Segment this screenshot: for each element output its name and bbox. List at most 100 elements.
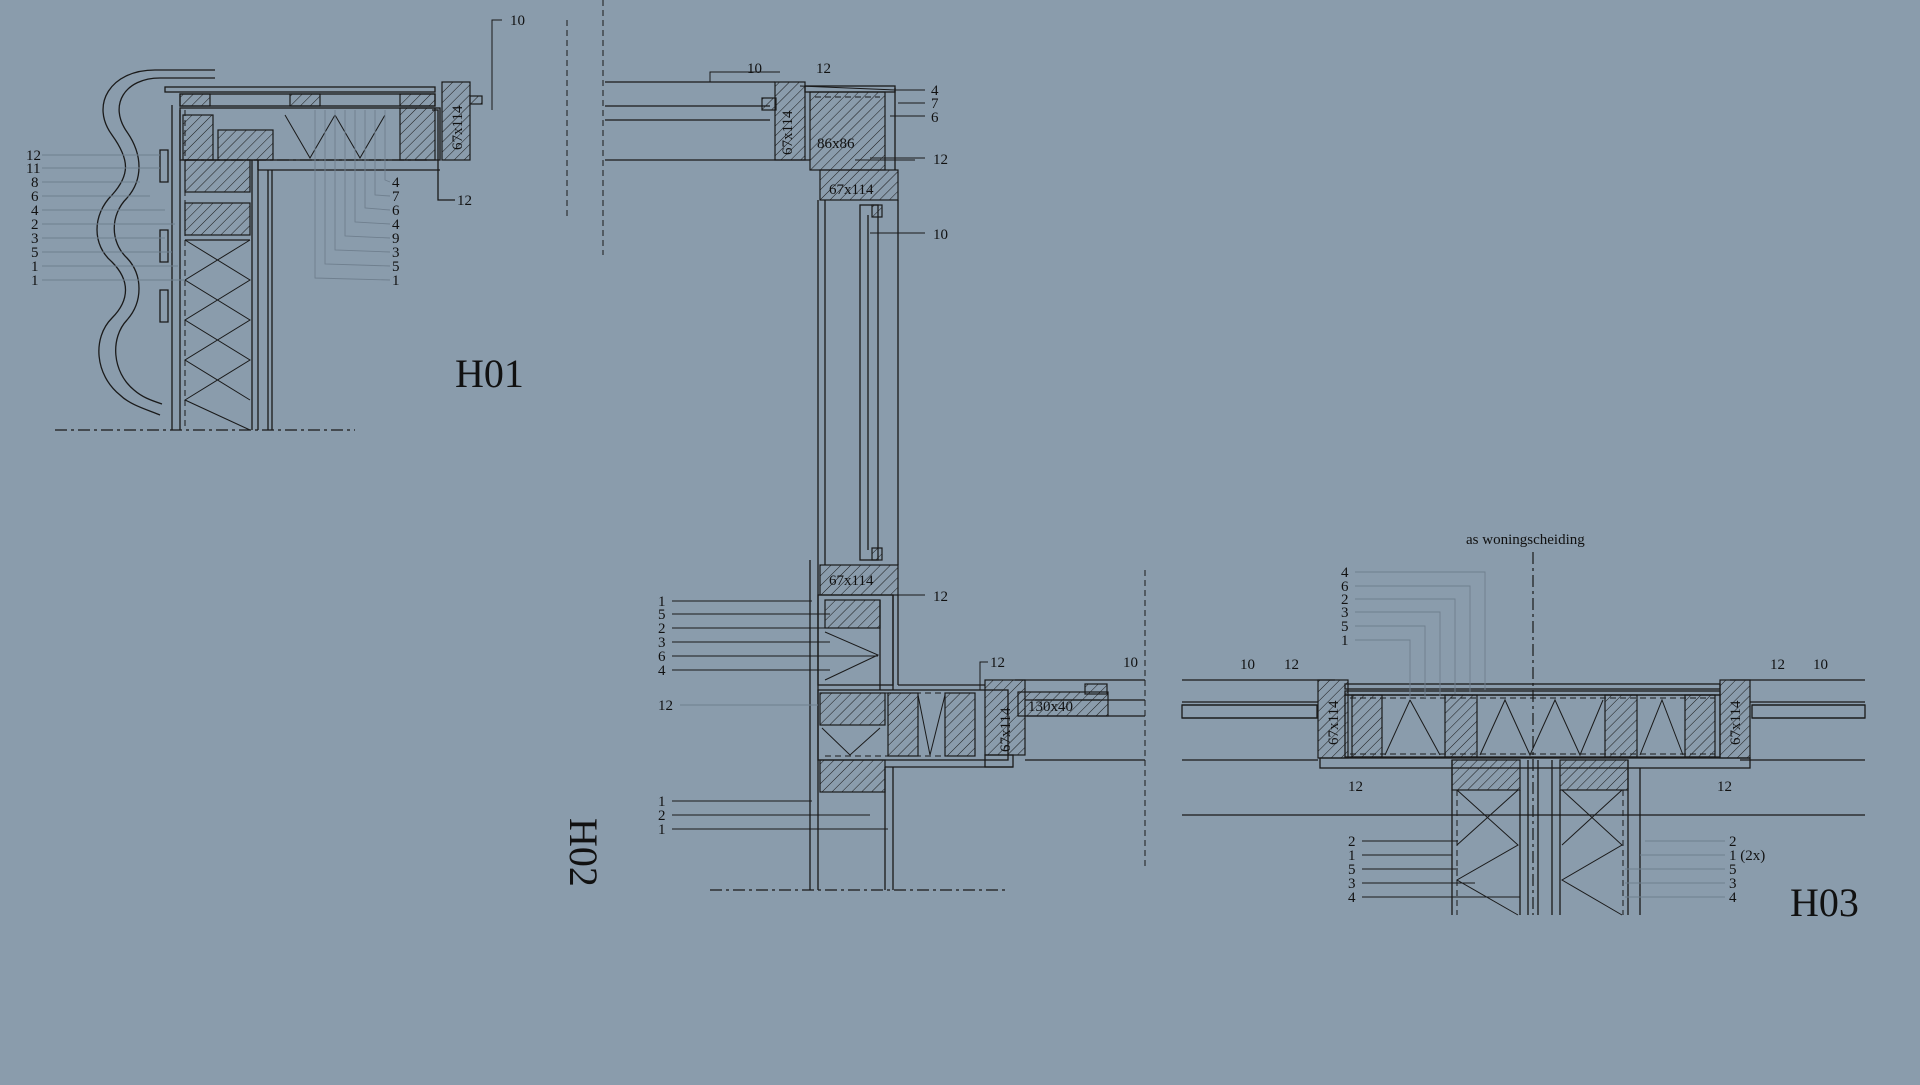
h03-top-num-0: 4	[1341, 565, 1349, 581]
h02-floor-joist-1	[887, 692, 919, 757]
h03-joist-3	[1604, 694, 1638, 758]
h02-la-num-1: 5	[658, 607, 666, 623]
h02-lb-num-2: 1	[658, 822, 666, 838]
h03-frame-left	[1317, 679, 1349, 759]
h02-left-callouts-a: 1 5 2 3 6 4 12	[658, 594, 878, 714]
h01-left-num-4: 4	[31, 203, 39, 219]
h03-left-label-12: 12	[1284, 657, 1299, 673]
h03-wall-ins-left	[1455, 789, 1519, 916]
h02-sill-67x114-top	[819, 169, 899, 201]
h02-window-glass	[859, 204, 879, 561]
h03-ins-2	[1479, 698, 1604, 757]
h01-roof-block-2	[217, 129, 274, 161]
h03-top-num-3: 3	[1341, 605, 1349, 621]
h02-top-label-12: 12	[816, 61, 831, 77]
h02-dim-5: 130x40	[1028, 699, 1073, 715]
h03-bl-num-0: 2	[1348, 834, 1356, 850]
h01-dim: 67x114	[450, 105, 466, 150]
h03-wall-plate-right	[1559, 759, 1629, 791]
h01-trim-outer	[96, 69, 215, 416]
h01-trim-battens	[159, 149, 169, 323]
h03-top-num-4: 5	[1341, 619, 1349, 635]
h02-right-label-10: 10	[933, 227, 948, 243]
h03-under-label-left: 12	[1348, 779, 1363, 795]
h03-left-label-10: 10	[1240, 657, 1255, 673]
h02-wall-insulation	[824, 631, 880, 681]
h03-frame-right	[1719, 679, 1751, 759]
h01-left-num-5: 2	[31, 217, 39, 233]
h03-wall-plate-left	[1451, 759, 1521, 791]
h02-la-num-3: 3	[658, 635, 666, 651]
h03-right-label-10: 10	[1813, 657, 1828, 673]
h03-ins-3	[1639, 698, 1684, 756]
h02-right-label-12b: 12	[933, 589, 948, 605]
h02-dim-4: 67x114	[998, 707, 1014, 752]
h02-floor-insulation	[917, 694, 946, 756]
h02-dim-3: 67x114	[829, 573, 874, 589]
h01-right-num-1: 7	[392, 189, 400, 205]
h01-left-num-7: 5	[31, 245, 39, 261]
h02-lb-num-1: 2	[658, 808, 666, 824]
h01-edge-beam	[399, 107, 436, 161]
h01-left-num-9: 1	[31, 273, 39, 289]
h03-br-num-0: 2	[1729, 834, 1737, 850]
h03-top-callouts: 4 6 2 3 5 1	[1341, 565, 1486, 700]
h02-tr-num-1: 7	[931, 96, 939, 112]
h03-br-num-3: 3	[1729, 876, 1737, 892]
h03-bottom-left-callouts: 2 1 5 3 4	[1348, 834, 1520, 906]
h01-label-10: 10	[510, 13, 525, 29]
h02-right-label-12a: 12	[933, 152, 948, 168]
h03-top-num-1: 6	[1341, 579, 1349, 595]
h01-left-num-0: 12	[26, 148, 41, 164]
h02-floor-label-10: 10	[1123, 655, 1138, 671]
h03-br-num-1: 1 (2x)	[1729, 848, 1765, 864]
h02-floor-block-1	[819, 692, 886, 726]
h01-right-callouts: 4 7 6 4 9 3 5 1	[314, 110, 400, 289]
h03-joist-4	[1684, 694, 1716, 758]
h01-label-12: 12	[457, 193, 472, 209]
h01-left-num-1: 11	[26, 161, 40, 177]
detail-h03: as woningscheiding	[1181, 532, 1866, 925]
h03-dim-left: 67x114	[1326, 700, 1342, 745]
h03-under-label-right: 12	[1717, 779, 1732, 795]
h03-axis-label: as woningscheiding	[1466, 532, 1585, 548]
h03-joist-1	[1351, 694, 1383, 758]
h03-bl-num-1: 1	[1348, 848, 1356, 864]
h02-left-callouts-b: 1 2 1	[658, 794, 888, 838]
h01-left-num-8: 1	[31, 259, 39, 275]
h03-dim-right: 67x114	[1728, 700, 1744, 745]
h03-top-num-2: 2	[1341, 592, 1349, 608]
h02-la-num-2: 2	[658, 621, 666, 637]
h02-board-130x40	[1017, 691, 1109, 717]
h02-lb-num-0: 1	[658, 794, 666, 810]
h01-left-num-3: 6	[31, 189, 39, 205]
h03-bl-num-3: 3	[1348, 876, 1356, 892]
h02-corner-86x86	[809, 91, 886, 171]
h03-wall-ins-right	[1561, 789, 1623, 916]
h01-right-num-7: 1	[392, 273, 400, 289]
h03-ins-1	[1384, 698, 1441, 756]
h01-left-callouts: 12 11 8 6 4 2 3 5 1 1	[26, 148, 185, 289]
h01-insulation	[183, 239, 251, 431]
h01-title: H01	[455, 351, 524, 396]
h01-left-num-2: 8	[31, 175, 39, 191]
h02-floor-block-2	[819, 759, 886, 793]
h01-leader-12	[432, 109, 455, 201]
h03-bl-num-2: 5	[1348, 862, 1356, 878]
h01-right-num-6: 5	[392, 259, 400, 275]
h02-frame-top	[774, 81, 806, 161]
h02-dim-2: 67x114	[829, 182, 874, 198]
h03-right-label-12: 12	[1770, 657, 1785, 673]
h02-tr-num-0: 4	[931, 83, 939, 99]
h02-sill-67x114-bottom	[819, 564, 899, 596]
h02-top-label-10: 10	[747, 61, 762, 77]
h01-right-num-3: 4	[392, 217, 400, 233]
h01-frame-67x114	[441, 81, 471, 161]
h01-right-num-2: 6	[392, 203, 400, 219]
detail-h02: 10 12 4 7 6 12 10 12 12 10 67x114 86x86 …	[561, 0, 1146, 891]
h01-right-num-0: 4	[392, 175, 400, 191]
h02-dim-0: 67x114	[780, 110, 796, 155]
h02-la-num-4: 6	[658, 649, 666, 665]
